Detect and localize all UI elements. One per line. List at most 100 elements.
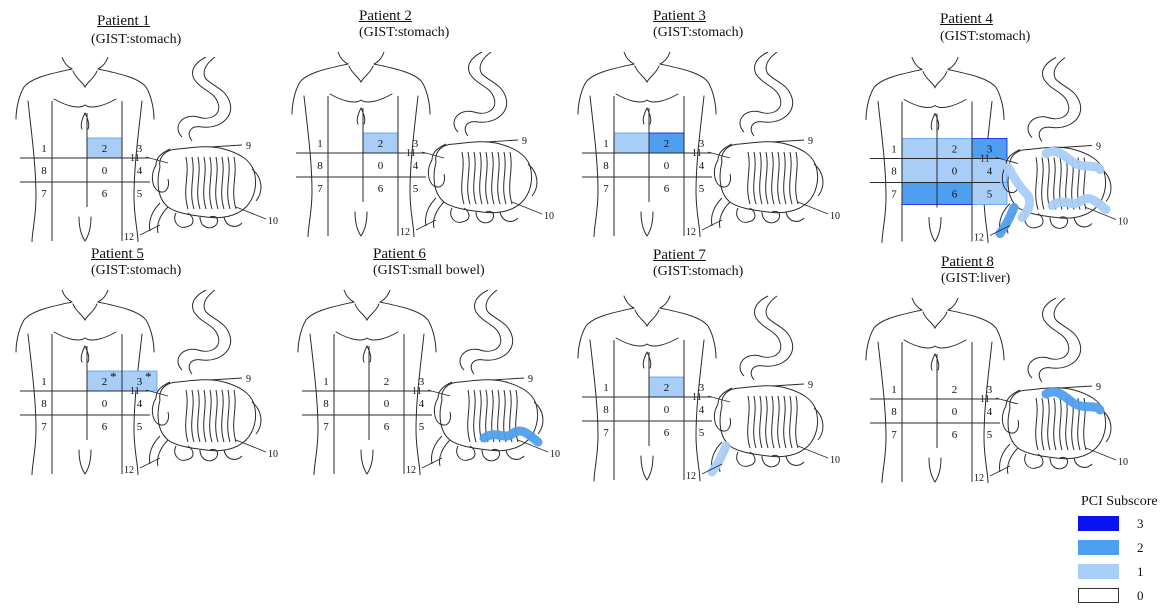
bowel-region-number-11: 11 xyxy=(130,386,140,397)
region-number-7: 7 xyxy=(603,427,609,439)
patient-diagnosis: (GIST:stomach) xyxy=(91,263,181,279)
region-number-6: 6 xyxy=(664,427,670,439)
sternum-line xyxy=(81,113,89,129)
shoulder-line xyxy=(16,302,154,352)
mesentery-vessel xyxy=(462,152,464,204)
bowel-region-number-9: 9 xyxy=(522,136,527,147)
mesentery-vessel xyxy=(754,396,756,448)
shoulder-line xyxy=(866,310,1004,360)
patient-diagnosis: (GIST:stomach) xyxy=(653,25,743,41)
bowel-region-number-10: 10 xyxy=(268,216,278,227)
label-leader-9 xyxy=(772,140,804,142)
region-number-0: 0 xyxy=(102,398,108,410)
region-number-5: 5 xyxy=(137,188,143,200)
mesentery-vessel xyxy=(1048,398,1050,450)
label-leader-11 xyxy=(996,398,1018,404)
region-number-2: 2 xyxy=(102,376,108,388)
mesentery-outline xyxy=(720,386,818,457)
label-leader-10 xyxy=(236,207,266,219)
chest-line xyxy=(336,332,398,340)
label-leader-11 xyxy=(708,152,730,158)
stomach-outline xyxy=(1028,58,1069,138)
mesentery-outline xyxy=(1008,388,1106,459)
bowel-region-10 xyxy=(484,431,538,442)
legend-swatch xyxy=(1078,588,1119,603)
label-leader-10 xyxy=(798,446,828,458)
bowel-region-number-12: 12 xyxy=(974,473,984,483)
bowel-region-number-9: 9 xyxy=(528,374,533,385)
sternum-line xyxy=(363,346,371,362)
legend-item-1: 1 xyxy=(1075,564,1174,582)
patient-title: Patient 2 xyxy=(359,8,412,25)
patient-panel-7: Patient 7 (GIST:stomach) 123804765910111… xyxy=(572,246,842,476)
region-numbers: 123804765 xyxy=(891,384,993,441)
pci-grid xyxy=(582,340,712,480)
abdomen-line xyxy=(355,212,367,236)
intestine-figure xyxy=(149,290,260,466)
sternum-line xyxy=(643,352,651,368)
bowel-region-number-10: 10 xyxy=(268,449,278,460)
mesentery-vessel xyxy=(790,396,792,448)
sternum-line xyxy=(931,354,939,370)
region-number-0: 0 xyxy=(102,165,108,177)
mesentery-vessel xyxy=(766,396,768,448)
stomach-outline xyxy=(178,290,219,370)
label-leader-9 xyxy=(210,145,242,147)
shoulder-line xyxy=(292,64,430,114)
bowel-region-number-9: 9 xyxy=(808,136,813,147)
collar-line xyxy=(349,66,373,82)
neck-line xyxy=(62,290,108,302)
shoulder-line xyxy=(578,64,716,114)
abdomen-line xyxy=(641,212,653,236)
mesentery-vessel xyxy=(198,390,200,442)
mesentery-vessel xyxy=(234,390,236,442)
mesentery-vessel xyxy=(210,157,212,209)
bowel-region-number-12: 12 xyxy=(124,232,134,242)
region-number-8: 8 xyxy=(41,398,47,410)
label-leader-9 xyxy=(772,384,804,386)
region-number-7: 7 xyxy=(891,189,897,201)
pci-diagram: 1238047659101112 xyxy=(572,291,842,486)
label-leader-10 xyxy=(1086,448,1116,460)
mesentery-vessel xyxy=(754,152,756,204)
legend-item-3: 3 xyxy=(1075,516,1174,534)
region-number-1: 1 xyxy=(891,384,897,396)
label-leader-9 xyxy=(1060,386,1092,388)
region-number-5: 5 xyxy=(137,421,143,433)
region-number-6: 6 xyxy=(102,188,108,200)
patient-panel-2: Patient 2 (GIST:stomach) 123804765910111… xyxy=(286,7,556,237)
abdomen-line xyxy=(79,450,91,474)
stomach-outline xyxy=(189,57,230,141)
region-number-7: 7 xyxy=(41,188,47,200)
mesentery-vessel xyxy=(1042,158,1044,210)
legend-item-0: 0 xyxy=(1075,588,1174,606)
pci-region-1 xyxy=(902,139,937,159)
intestine-figure xyxy=(149,57,260,233)
intestine-figure xyxy=(711,52,822,228)
label-leader-11 xyxy=(146,157,168,163)
region-number-7: 7 xyxy=(317,183,323,195)
bowel-region-number-11: 11 xyxy=(692,392,702,403)
mesentery-vessel xyxy=(216,390,218,442)
bowel-region-number-9: 9 xyxy=(808,380,813,391)
sternum-line xyxy=(643,108,651,124)
patient-panel-8: Patient 8 (GIST:liver) 1238047659101112 xyxy=(860,253,1130,483)
patient-title: Patient 5 xyxy=(91,246,144,263)
bowel-region-number-10: 10 xyxy=(1118,217,1128,228)
sternum-line xyxy=(81,346,89,362)
region-number-4: 4 xyxy=(419,398,425,410)
label-leader-12 xyxy=(422,458,442,468)
mesentery-vessel xyxy=(510,152,512,204)
bowel-region-number-9: 9 xyxy=(1096,382,1101,393)
region-number-7: 7 xyxy=(323,421,329,433)
pci-diagram: 1238047659101112 xyxy=(572,52,842,237)
region-number-8: 8 xyxy=(891,166,897,178)
mesentery-vessel xyxy=(748,396,750,448)
intestine-figure xyxy=(425,52,536,228)
chest-line xyxy=(904,100,966,108)
patient-title: Patient 7 xyxy=(653,247,706,264)
abdomen-line xyxy=(929,218,941,242)
abdomen-line xyxy=(361,450,373,474)
stomach-outline xyxy=(751,52,792,136)
bowel-region-number-11: 11 xyxy=(980,154,990,165)
